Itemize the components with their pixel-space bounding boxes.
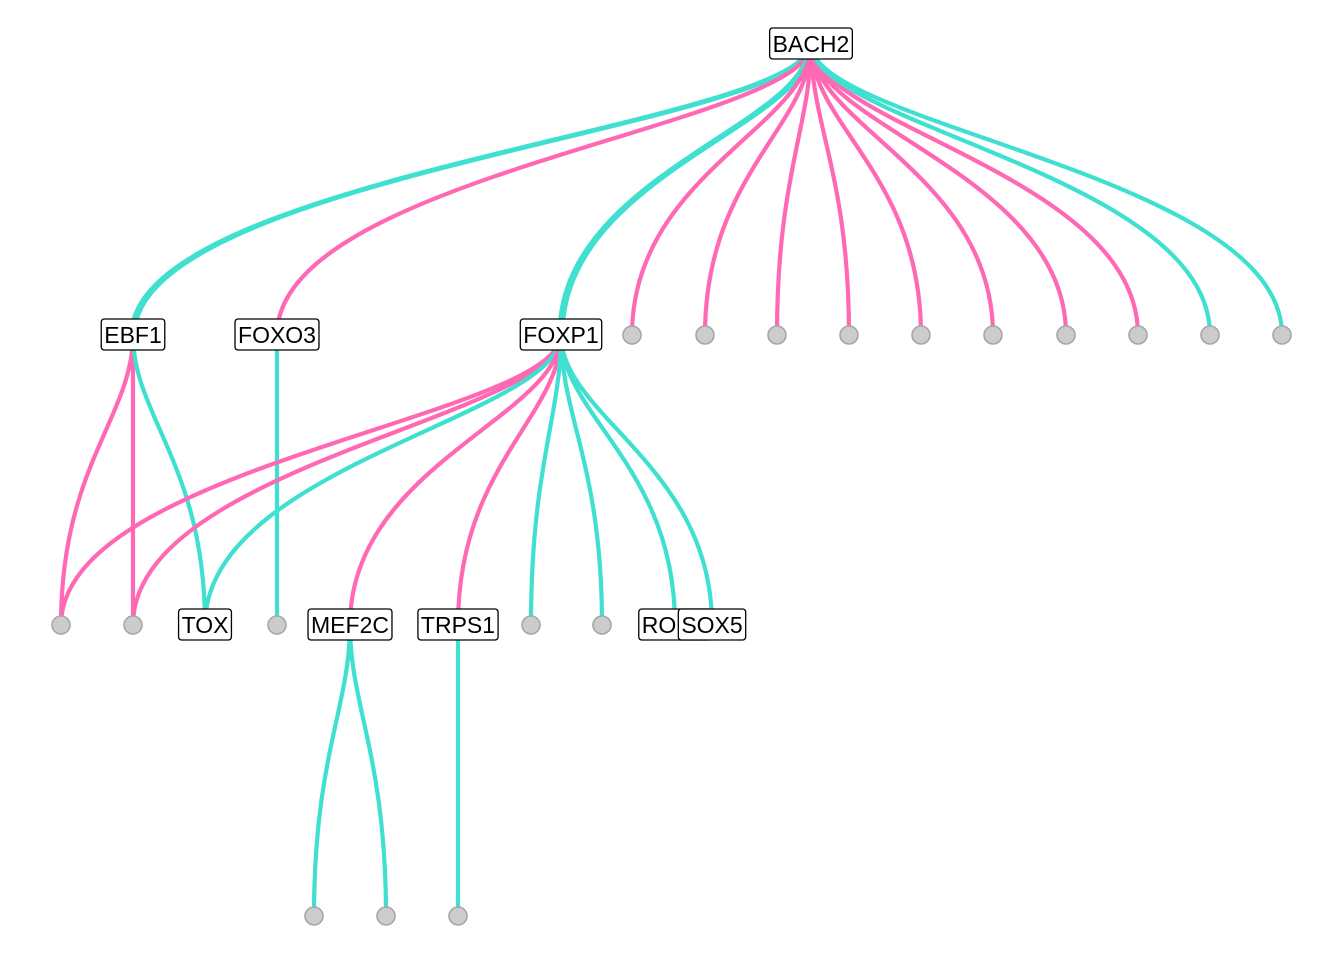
edge-bach2-ebf1-activation [132, 41, 815, 338]
node-label-ebf1[interactable]: EBF1 [100, 318, 166, 351]
node-label-bach2[interactable]: BACH2 [768, 27, 854, 60]
edge-foxp1-l2_d-activation [528, 332, 564, 628]
node-label-trps1[interactable]: TRPS1 [417, 608, 499, 641]
edge-ebf1-tox-activation [130, 332, 208, 628]
node-l1_f[interactable] [983, 325, 1003, 345]
node-l3_b[interactable] [376, 906, 396, 926]
node-l3_a[interactable] [304, 906, 324, 926]
node-l2_d[interactable] [521, 615, 541, 635]
edge-bach2-l1_g-repression [808, 41, 1069, 338]
labels-layer: BACH2 EBF1 FOXO3 FOXP1 TOX MEF2C TRPS1 R… [100, 27, 854, 641]
node-label-sox5-text: SOX5 [681, 612, 742, 638]
edge-foxp1-mef2c-repression [347, 332, 564, 628]
node-label-bach2-text: BACH2 [773, 31, 850, 57]
edge-bach2-foxo3-repression [274, 41, 814, 338]
node-label-tox-text: TOX [182, 612, 229, 638]
node-label-trps1-text: TRPS1 [421, 612, 495, 638]
node-l1_i[interactable] [1200, 325, 1220, 345]
edge-bach2-l1_e-repression [808, 41, 924, 338]
edge-bach2-foxp1-activation [560, 41, 815, 338]
edge-bach2-l1_j-activation [808, 41, 1285, 338]
node-l1_b[interactable] [695, 325, 715, 345]
node-label-tox[interactable]: TOX [177, 608, 233, 641]
edge-foxp1-tox-activation [202, 332, 564, 628]
node-l3_c[interactable] [448, 906, 468, 926]
edge-foxp1-rora-activation [558, 332, 678, 628]
node-label-foxp1[interactable]: FOXP1 [519, 318, 603, 351]
edges-layer [58, 41, 1285, 919]
node-l1_g[interactable] [1056, 325, 1076, 345]
node-l1_a[interactable] [622, 325, 642, 345]
node-l1_e[interactable] [911, 325, 931, 345]
node-label-foxo3-text: FOXO3 [238, 322, 316, 348]
node-l1_d[interactable] [839, 325, 859, 345]
node-label-sox5[interactable]: SOX5 [677, 608, 747, 641]
edge-bach2-l1_i-activation [808, 41, 1213, 338]
edge-mef2c-l3_a-activation [311, 622, 353, 919]
edge-foxp1-l2_b-repression [130, 332, 564, 628]
node-l2_a[interactable] [51, 615, 71, 635]
edge-bach2-l1_h-repression [808, 41, 1141, 338]
edge-bach2-l1_f-repression [808, 41, 996, 338]
edge-ebf1-l2_a-repression [58, 332, 136, 628]
node-label-foxp1-text: FOXP1 [523, 322, 598, 348]
node-l2_e[interactable] [592, 615, 612, 635]
edge-mef2c-l3_b-activation [347, 622, 389, 919]
node-l2_c[interactable] [267, 615, 287, 635]
edge-bach2-foxp1-activation [557, 41, 812, 338]
edge-foxp1-sox5-activation [558, 332, 715, 628]
node-label-foxo3[interactable]: FOXO3 [234, 318, 320, 351]
edge-bach2-l1_b-repression [702, 41, 814, 338]
node-label-ebf1-text: EBF1 [104, 322, 162, 348]
node-l2_b[interactable] [123, 615, 143, 635]
edge-foxp1-l2_a-repression [58, 332, 564, 628]
node-l1_c[interactable] [767, 325, 787, 345]
node-label-mef2c-text: MEF2C [311, 612, 389, 638]
node-l1_j[interactable] [1272, 325, 1292, 345]
edge-foxp1-l2_e-activation [558, 332, 605, 628]
edge-bach2-l1_a-repression [629, 41, 814, 338]
edge-bach2-l1_c-repression [774, 41, 814, 338]
edge-bach2-l1_d-repression [808, 41, 852, 338]
node-l1_h[interactable] [1128, 325, 1148, 345]
edge-foxp1-trps1-repression [455, 332, 564, 628]
node-label-mef2c[interactable]: MEF2C [307, 608, 393, 641]
